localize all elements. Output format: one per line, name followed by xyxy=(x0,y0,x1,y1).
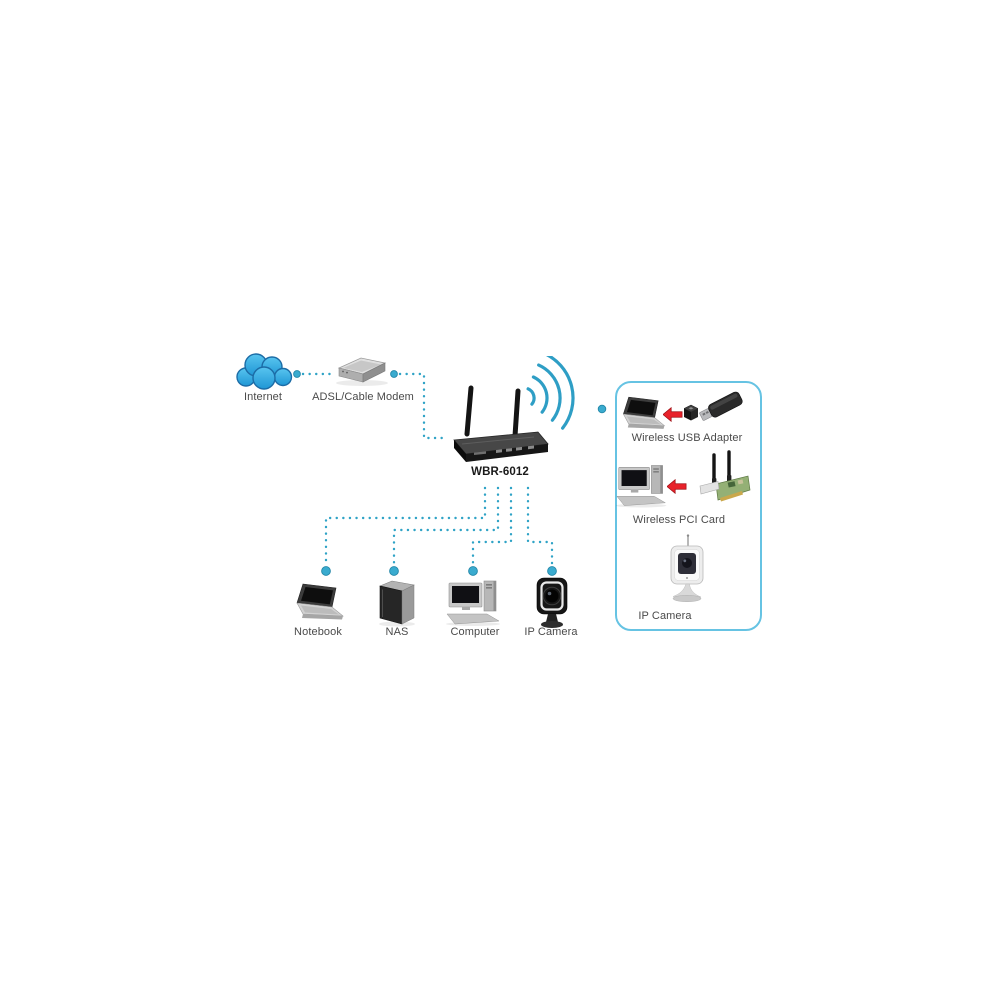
lan-ip-camera-label: IP Camera xyxy=(524,626,578,638)
endpoint-dot xyxy=(547,566,557,576)
wire-router-nas xyxy=(392,486,500,567)
modem-icon xyxy=(336,357,388,386)
wireless-router-icon xyxy=(453,385,549,462)
panel-ip-camera-label: IP Camera xyxy=(638,610,692,622)
node-dot xyxy=(390,370,398,378)
endpoint-dot xyxy=(321,566,331,576)
mini-usb-adapter-icon xyxy=(683,404,699,421)
endpoint-dot xyxy=(389,566,399,576)
wireless-pci-card-label: Wireless PCI Card xyxy=(632,514,726,526)
internet-label: Internet xyxy=(243,391,283,403)
wire-router-notebook xyxy=(324,486,487,567)
computer-label: Computer xyxy=(450,626,500,638)
nas-label: NAS xyxy=(385,626,409,638)
wire-router-ipcamera xyxy=(526,486,554,567)
wire-modem-router xyxy=(398,372,449,440)
notebook-label: Notebook xyxy=(294,626,342,638)
laptop-icon xyxy=(622,396,666,429)
cloud-icon xyxy=(236,353,293,390)
wireless-ip-camera-icon xyxy=(670,534,704,602)
red-arrow-left-icon xyxy=(667,479,687,494)
desktop-computer-icon xyxy=(615,465,667,508)
wifi-waves-icon xyxy=(526,356,575,430)
ip-camera-icon xyxy=(536,577,568,628)
nas-icon xyxy=(379,580,415,627)
desktop-computer-icon xyxy=(446,580,500,626)
wireless-usb-adapter-label: Wireless USB Adapter xyxy=(631,432,743,444)
modem-label: ADSL/Cable Modem xyxy=(312,391,414,403)
laptop-icon xyxy=(296,583,344,620)
red-arrow-left-icon xyxy=(663,407,683,422)
usb-stick-icon xyxy=(699,391,743,421)
endpoint-dot xyxy=(468,566,478,576)
router-label: WBR-6012 xyxy=(471,466,529,478)
pci-card-icon xyxy=(699,450,751,502)
wire-router-computer xyxy=(471,486,513,567)
node-dot xyxy=(597,404,607,414)
